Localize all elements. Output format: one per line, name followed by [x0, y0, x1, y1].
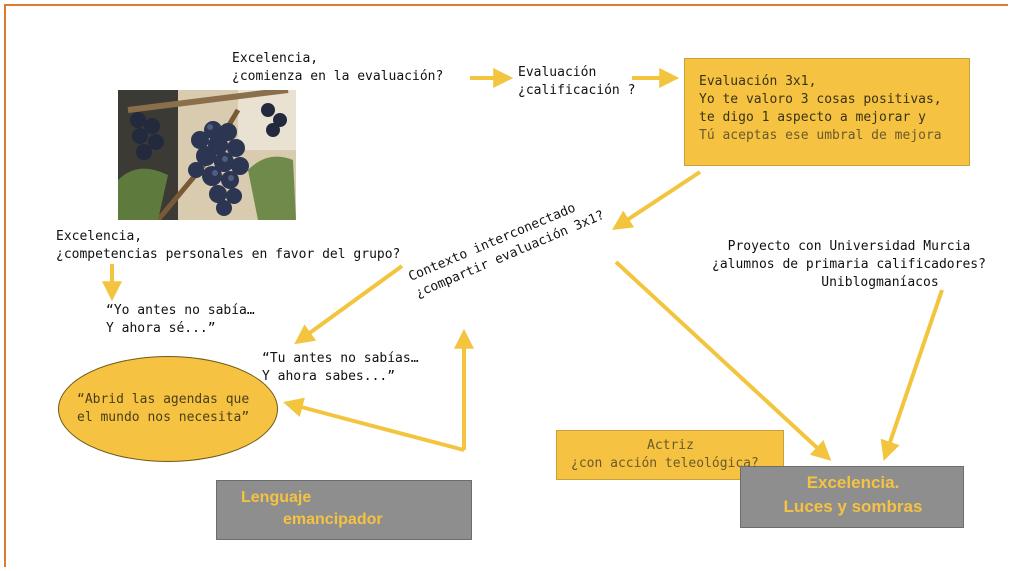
node-line: Proyecto con Universidad Murcia — [727, 239, 971, 254]
node-line: “Yo antes no sabía… — [106, 303, 255, 318]
node-line: Actriz — [647, 438, 694, 453]
grapes-photo — [118, 90, 296, 220]
arrow-to-abrid-agendas — [283, 397, 351, 422]
node-excelencia-luces: Excelencia. Luces y sombras — [741, 471, 965, 519]
node-line: te digo 1 aspecto a mejorar y — [699, 110, 926, 125]
node-line: Excelencia, — [232, 51, 319, 66]
node-line: Luces y sombras — [783, 497, 923, 516]
arrow-3x1-to-contexto — [611, 170, 702, 230]
node-line: ¿con acción teleológica? — [571, 456, 759, 471]
node-line: Lenguaje — [241, 489, 312, 506]
node-evaluacion-3x1: Evaluación 3x1, Yo te valoro 3 cosas pos… — [699, 73, 942, 145]
node-line: Yo te valoro 3 cosas positivas, — [699, 92, 942, 107]
node-actriz: Actriz ¿con acción teleológica? — [571, 437, 759, 473]
node-line: Uniblogmaníacos — [821, 275, 939, 290]
node-tu-antes: “Tu antes no sabías… Y ahora sabes...” — [262, 350, 419, 386]
node-excelencia-competencias: Excelencia, ¿competencias personales en … — [56, 228, 400, 264]
excelencia-luces-box: Excelencia. Luces y sombras — [740, 466, 964, 528]
node-line: “Tu antes no sabías… — [262, 351, 419, 366]
node-line: Evaluación 3x1, — [699, 74, 817, 89]
arrow-proyecto-to-excelencia-luces — [880, 289, 944, 461]
arrow-competencias-to-tuantes — [294, 264, 404, 345]
node-line: emancipador — [283, 511, 383, 528]
node-line: Tú aceptas ese umbral de mejora — [699, 128, 942, 143]
abrid-agendas-ellipse: “Abrid las agendas que el mundo nos nece… — [58, 356, 278, 462]
node-abrid-agendas: “Abrid las agendas que el mundo nos nece… — [77, 391, 249, 427]
node-line: el mundo nos necesita” — [77, 410, 250, 425]
node-line: ¿competencias personales en favor del gr… — [56, 247, 401, 262]
evaluacion-3x1-box: Evaluación 3x1, Yo te valoro 3 cosas pos… — [684, 58, 970, 166]
node-line: ¿alumnos de primaria calificadores? — [712, 257, 986, 272]
node-line: ¿comienza en la evaluación? — [232, 69, 444, 84]
actriz-box: Actriz ¿con acción teleológica? — [556, 430, 784, 480]
node-line: ¿calificación ? — [518, 83, 636, 98]
node-yo-antes: “Yo antes no sabía… Y ahora sé...” — [106, 302, 255, 338]
node-line: Y ahora sabes...” — [262, 369, 396, 384]
node-line: Y ahora sé...” — [106, 321, 216, 336]
slide-frame — [4, 4, 1008, 567]
node-lenguaje: Lenguaje emancipador — [241, 487, 383, 531]
node-proyecto: Proyecto con Universidad Murcia ¿alumnos… — [712, 238, 986, 292]
node-line: Evaluación — [518, 65, 597, 80]
node-excelencia-evaluacion: Excelencia, ¿comienza en la evaluación? — [232, 50, 443, 86]
arrow-contexto-to-excelencia-luces — [614, 260, 832, 461]
lenguaje-box: Lenguaje emancipador — [216, 480, 472, 540]
node-line: Excelencia, — [56, 229, 143, 244]
node-line: “Abrid las agendas que — [77, 392, 250, 407]
node-evaluacion-calificacion: Evaluación ¿calificación ? — [518, 64, 635, 100]
node-line: Excelencia. — [806, 473, 900, 492]
